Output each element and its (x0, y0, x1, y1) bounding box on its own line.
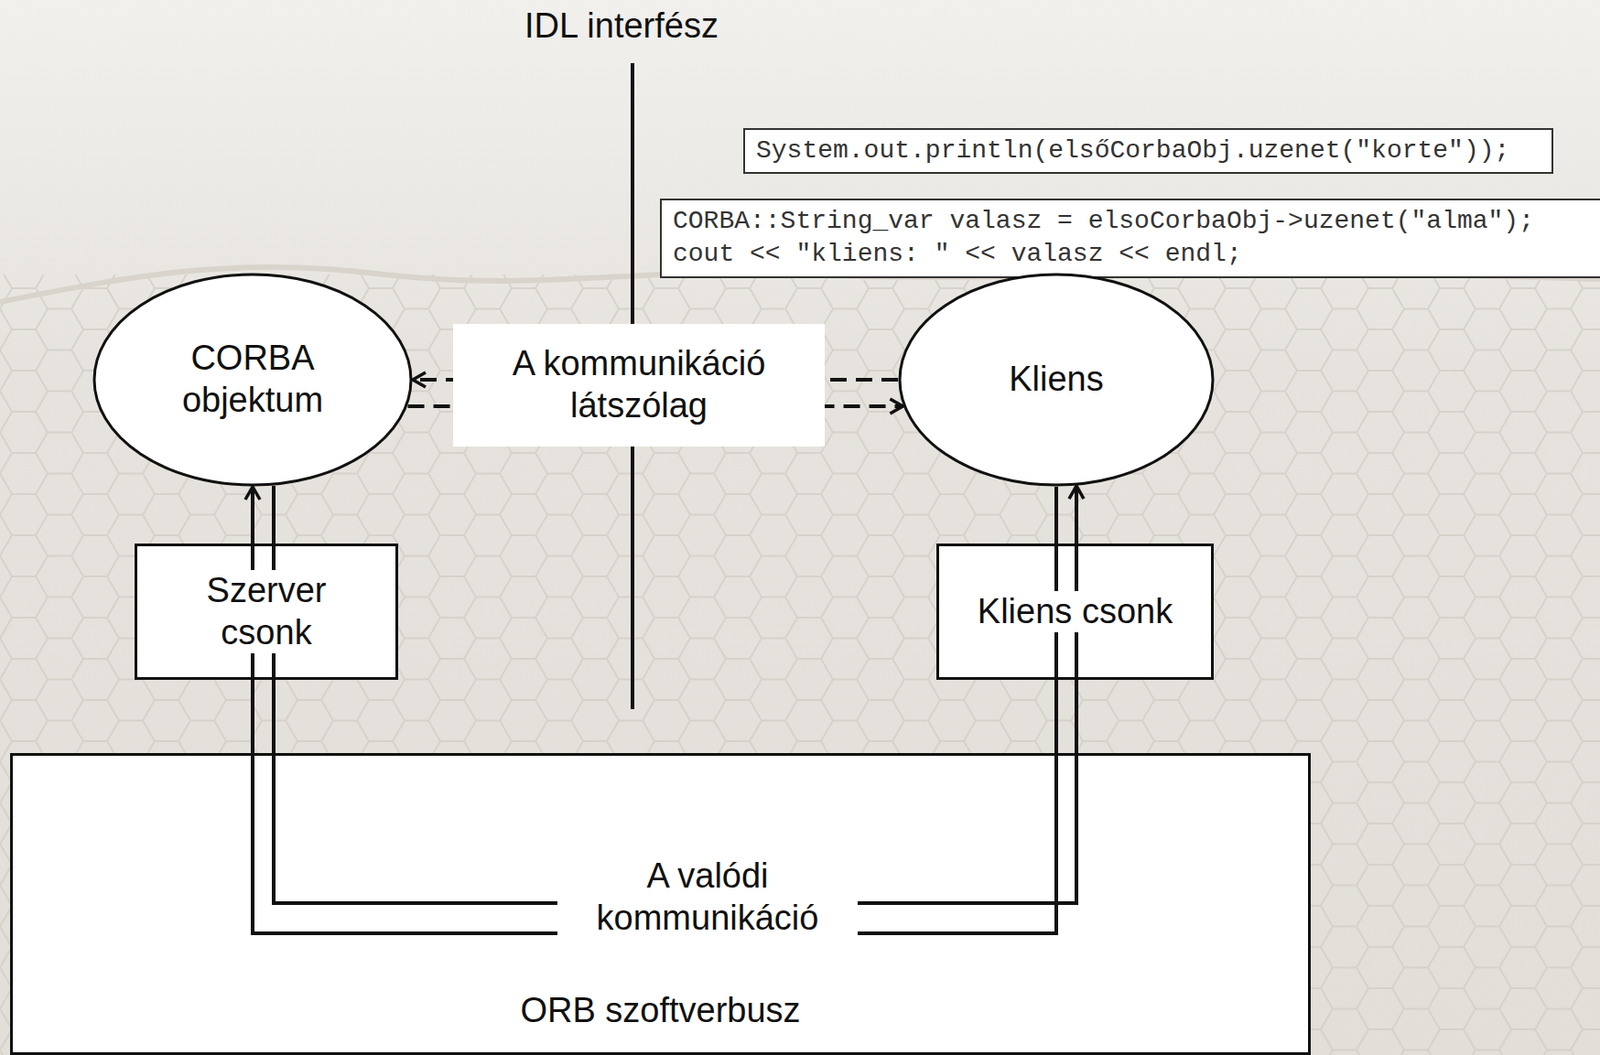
client-ellipse: Kliens (897, 272, 1215, 487)
edge-label: A valódi kommunikáció (557, 854, 858, 941)
real-call-arrow (273, 486, 1077, 904)
bus-label: ORB szoftverbusz (516, 990, 804, 1033)
edge-label: A kommunikáció látszólag (453, 324, 825, 446)
code-line: System.out.println(elsőCorbaObj.uzenet("… (756, 134, 1510, 168)
corba-object-ellipse: CORBA objektum (92, 272, 413, 487)
node-label: Kliens (1008, 358, 1104, 401)
ellipse-shape (899, 274, 1213, 486)
fence-pattern (0, 274, 1600, 1055)
box-fill (10, 753, 1311, 1055)
code-line: CORBA::String_var valasz = elsoCorbaObj-… (672, 205, 1535, 238)
interface-label: IDL interfész (524, 5, 719, 48)
code-line: cout << "kliens: " << valasz << endl; (672, 237, 1243, 271)
node-label: CORBA objektum (161, 337, 345, 422)
server-stub-box: Szerver csonk (134, 543, 399, 681)
ellipse-shape (94, 274, 411, 486)
box-fill (134, 543, 399, 681)
node-label: Kliens csonk (973, 591, 1177, 634)
client-stub-box: Kliens csonk (936, 543, 1214, 681)
node-label: Szerver csonk (171, 570, 362, 654)
java-code-box: System.out.println(elsőCorbaObj.uzenet("… (743, 128, 1554, 174)
ellipse-outline (92, 272, 413, 487)
cpp-code-box: CORBA::String_var valasz = elsoCorbaObj-… (659, 198, 1600, 279)
